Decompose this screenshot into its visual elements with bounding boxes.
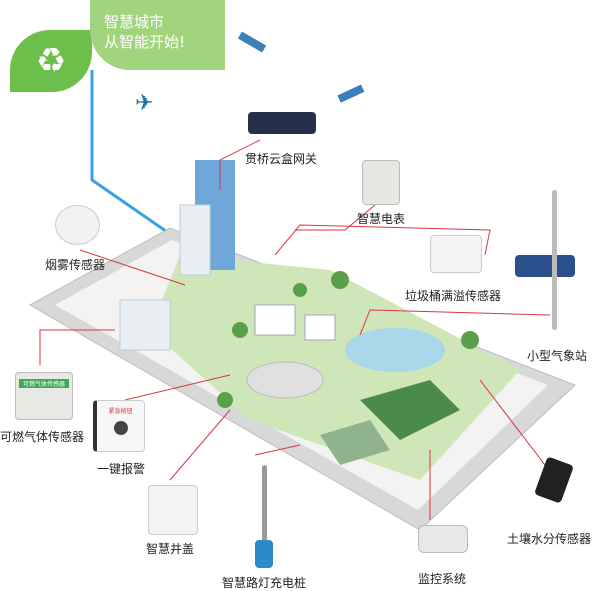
label-meter: 智慧电表	[357, 212, 406, 226]
satellite-icon	[237, 31, 267, 53]
label-trash: 垃圾桶满溢传感器	[405, 289, 502, 303]
alarm-button-device: 紧急按钮	[93, 400, 145, 452]
trees	[217, 271, 479, 408]
label-gas: 可燃气体传感器	[0, 430, 85, 444]
label-gateway: 贯桥云盒网关	[245, 152, 318, 166]
apartment-building	[119, 299, 171, 351]
streetlight-pole	[262, 465, 267, 565]
airplane-icon: ✈	[135, 91, 153, 116]
cctv-camera-device	[418, 525, 468, 553]
alarm-knob	[113, 421, 128, 435]
manhole-sensor-device	[148, 485, 198, 535]
greenhouse	[360, 380, 460, 440]
label-camera: 监控系统	[418, 572, 467, 586]
smoke-detector-device	[55, 205, 100, 245]
roundabout	[246, 361, 324, 399]
slogan-line1: 智慧城市	[104, 13, 165, 31]
label-smoke: 烟雾传感器	[45, 258, 106, 272]
solar-building	[320, 420, 390, 465]
label-soil: 土壤水分传感器	[507, 532, 592, 546]
charging-pile	[255, 540, 273, 568]
logo-leaf: ♻	[10, 30, 92, 92]
gateway-router-device	[248, 112, 316, 134]
slogan-line2: 从智能开始!	[104, 33, 186, 51]
label-manhole: 智慧井盖	[146, 542, 195, 556]
label-alarm: 一键报警	[97, 462, 146, 476]
lake	[345, 328, 445, 372]
gas-sensor-panel-text: 可燃气体传感器	[19, 379, 69, 388]
gas-sensor-device: 可燃气体传感器	[15, 372, 73, 420]
weather-station-pole	[552, 190, 557, 330]
trash-sensor-device	[430, 235, 482, 273]
electric-meter-device	[362, 160, 400, 205]
label-weather: 小型气象站	[527, 349, 588, 363]
house	[304, 314, 336, 341]
office-building	[179, 204, 211, 276]
leader-lines	[39, 139, 551, 520]
slogan-bubble: 智慧城市 从智能开始!	[90, 0, 225, 70]
house	[254, 304, 296, 336]
label-streetlight: 智慧路灯充电桩	[222, 576, 307, 590]
satellite-icon	[337, 84, 365, 103]
alarm-panel-text: 紧急按钮	[108, 408, 133, 415]
weather-station-solar-panel	[515, 255, 575, 277]
recycle-icon: ♻	[35, 41, 67, 81]
